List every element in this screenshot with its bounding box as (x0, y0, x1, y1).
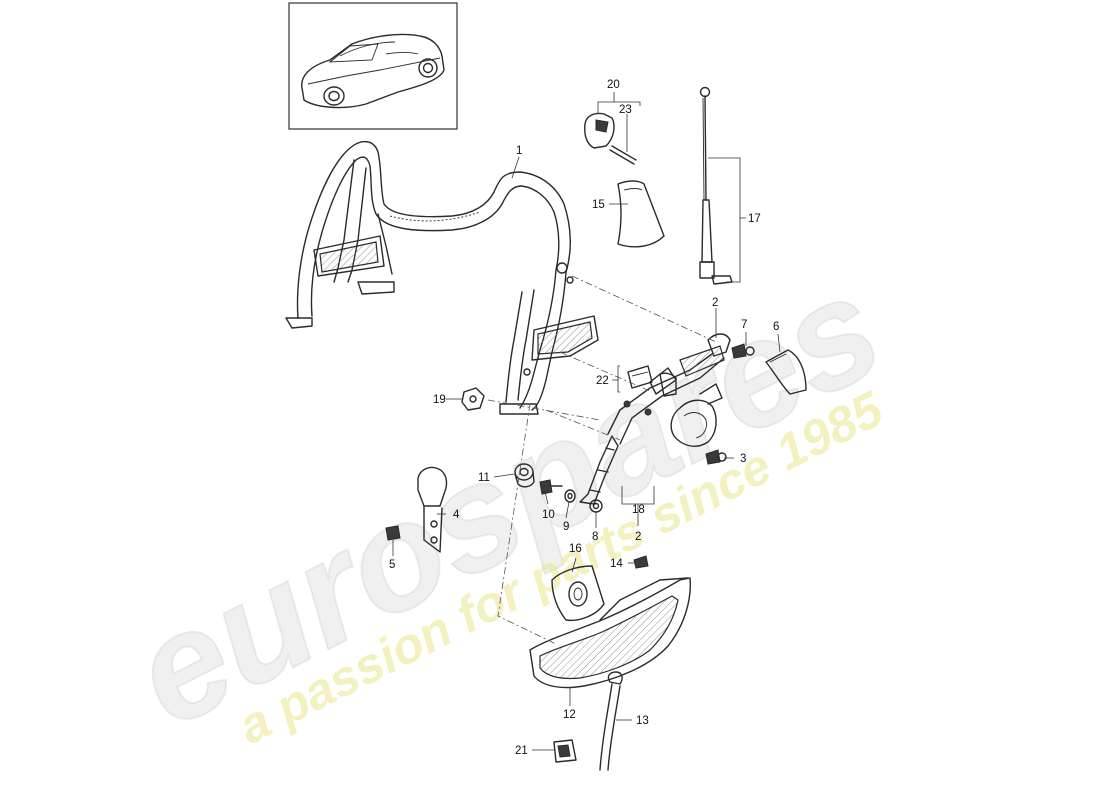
bolt-10 (539, 479, 563, 495)
callout-14: 14 (610, 558, 623, 570)
callout-6: 6 (773, 321, 779, 333)
belt-buckle (417, 466, 448, 553)
callout-19: 19 (433, 394, 446, 406)
seat-belt-assembly (579, 333, 731, 505)
bolt-7 (731, 343, 755, 359)
leader-lines (392, 92, 781, 751)
trim-panel (529, 577, 691, 689)
watermark-brand: eurospares (108, 242, 905, 759)
callout-2-top: 2 (712, 297, 718, 309)
callout-21: 21 (515, 745, 528, 757)
nut-19 (461, 387, 485, 411)
callout-18: 18 (632, 504, 645, 516)
trim-cap (765, 349, 807, 395)
callout-13: 13 (636, 715, 649, 727)
alignment-lines (487, 275, 717, 645)
bolt-5 (385, 525, 401, 541)
antenna (699, 86, 733, 285)
callout-1: 1 (516, 145, 522, 157)
watermark: eurospares a passion for parts since 198… (107, 241, 906, 760)
screw-14 (633, 555, 649, 569)
callout-8: 8 (592, 531, 598, 543)
callout-23: 23 (619, 104, 632, 116)
callout-11: 11 (478, 472, 490, 484)
cable-clip (553, 739, 577, 763)
callouts: 1 20 23 15 17 2 7 6 22 19 3 11 4 10 18 9… (389, 79, 779, 757)
callout-16: 16 (569, 543, 582, 555)
callout-15: 15 (592, 199, 605, 211)
cable-13 (599, 671, 623, 771)
thumbnail-frame (288, 2, 458, 130)
callout-7: 7 (741, 319, 747, 331)
guide-cover (551, 565, 605, 622)
cover-flap (617, 180, 665, 248)
car-icon (301, 33, 445, 109)
car-thumbnail (288, 2, 458, 130)
callout-5: 5 (389, 559, 395, 571)
callout-3: 3 (740, 453, 746, 465)
callout-17: 17 (748, 213, 761, 225)
roll-bar-assembly (285, 141, 599, 415)
callout-12: 12 (563, 709, 576, 721)
callout-20: 20 (607, 79, 620, 91)
bolt-3 (705, 449, 727, 465)
callout-9: 9 (563, 521, 569, 533)
callout-2-bottom: 2 (635, 531, 641, 543)
washer-9 (564, 489, 576, 503)
callout-10: 10 (542, 509, 555, 521)
trim-clip (584, 112, 637, 165)
callout-22: 22 (596, 375, 609, 387)
callout-4: 4 (453, 509, 460, 521)
